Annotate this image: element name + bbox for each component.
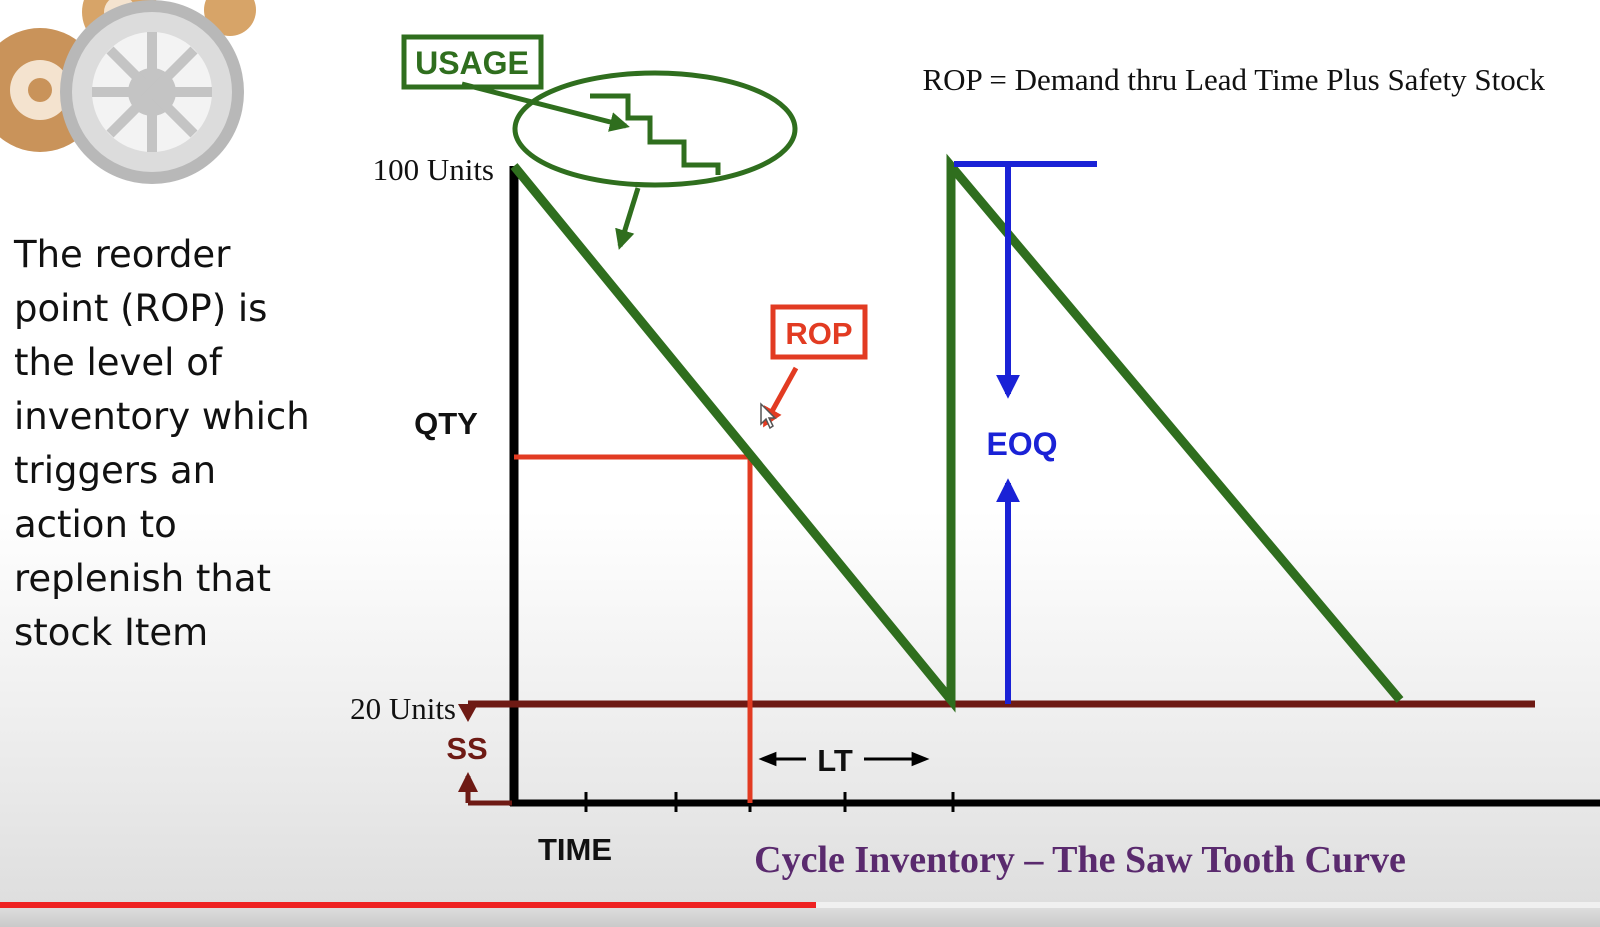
usage-text: USAGE bbox=[415, 45, 529, 81]
silver-gear-icon bbox=[60, 0, 244, 184]
qty-axis-label: QTY bbox=[414, 406, 478, 441]
definition-line: inventory which bbox=[14, 395, 310, 438]
eoq-indicator: EOQ bbox=[954, 161, 1097, 704]
definition-line: The reorder bbox=[14, 233, 231, 276]
video-controls-bar[interactable] bbox=[0, 908, 1600, 927]
definition-line: triggers an bbox=[14, 449, 217, 492]
inventory-sawtooth-line bbox=[510, 153, 1404, 713]
gears-decoration bbox=[0, 0, 256, 184]
definition-line: the level of bbox=[14, 341, 222, 384]
video-progress-fill bbox=[0, 902, 816, 908]
video-progress-bar[interactable] bbox=[0, 902, 1600, 908]
lt-label: LT bbox=[817, 743, 853, 778]
time-axis-label: TIME bbox=[538, 832, 612, 867]
y-bottom-label: 20 Units bbox=[350, 691, 456, 726]
definition-line: point (ROP) is bbox=[14, 287, 268, 330]
usage-down-arrow bbox=[615, 187, 641, 250]
mouse-cursor-icon bbox=[760, 402, 777, 430]
rop-text: ROP bbox=[785, 316, 852, 351]
eoq-label: EOQ bbox=[986, 426, 1057, 462]
usage-label: USAGE bbox=[401, 34, 544, 90]
safety-stock-indicator: SS bbox=[446, 704, 512, 806]
definition-line: replenish that bbox=[14, 557, 272, 600]
usage-pointer-arrow bbox=[461, 81, 630, 132]
rop-lines bbox=[514, 454, 753, 803]
y-top-label: 100 Units bbox=[373, 152, 494, 187]
axes bbox=[509, 166, 1600, 812]
diagram-caption: Cycle Inventory – The Saw Tooth Curve bbox=[754, 839, 1406, 881]
usage-callout bbox=[461, 70, 798, 250]
rop-label: ROP bbox=[762, 304, 868, 428]
definition-line: stock Item bbox=[14, 611, 209, 654]
rop-formula: ROP = Demand thru Lead Time Plus Safety … bbox=[922, 62, 1545, 97]
definition-line: action to bbox=[14, 503, 177, 546]
stair-step-usage bbox=[590, 93, 721, 175]
ss-label: SS bbox=[446, 731, 487, 766]
lead-time-indicator: LT bbox=[758, 743, 930, 778]
reorder-point-definition: The reorder point (ROP) is the level of … bbox=[14, 228, 334, 660]
